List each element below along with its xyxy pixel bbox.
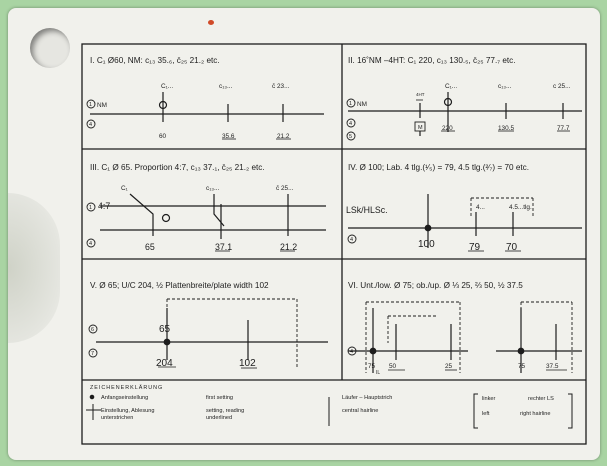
panel-6-title: VI. Unt./low. Ø 75; ob./up. Ø ⅓ 25, ⅔ 50… xyxy=(348,281,523,290)
panel-1-title: I. C₁ Ø60, NM: c₁₃ 35.₆, c̄₂₅ 21.₂ etc. xyxy=(90,56,220,65)
panel-3-label-c25: c̄ 25... xyxy=(276,185,294,192)
panel-4-val-100: 100 xyxy=(418,239,435,250)
panel-2-num-1: 1 xyxy=(349,101,352,107)
panel-3-val-21: 21.2 xyxy=(280,242,297,252)
legend-item2-de: Einstellung, Ablesung xyxy=(101,408,155,414)
panel-1-nm-label: NM xyxy=(97,102,107,109)
slide-rule-shadow xyxy=(8,193,60,343)
panel-2-num-5: 5 xyxy=(349,134,352,140)
panel-3: III. C₁ Ø 65. Proportion 4:7, c₁₃ 37.₁, … xyxy=(86,163,326,252)
legend-item5-en: right hairline xyxy=(520,411,550,417)
panel-4-row-label: LSk/HLSc. xyxy=(346,205,388,215)
panel-5-val-204: 204 xyxy=(156,358,173,369)
panel-5-title: V. Ø 65; U/C 204, ½ Plattenbreite/plate … xyxy=(90,281,269,290)
panel-4-num-4: 4 xyxy=(350,237,353,243)
panel-5-num-6: 6 xyxy=(91,327,94,333)
panel-4-val-70: 70 xyxy=(506,242,518,253)
instruction-diagrams: I. C₁ Ø60, NM: c₁₃ 35.₆, c̄₂₅ 21.₂ etc. … xyxy=(81,43,587,445)
legend-item4-en: left xyxy=(482,411,490,417)
panel-2-val-130: 130.5 xyxy=(498,125,514,132)
panel-1-val-35: 35.6 xyxy=(222,133,235,140)
panel-6-val-75a: 75 xyxy=(368,363,376,370)
panel-4-label-45: 4.5...tlg. xyxy=(509,204,532,211)
panel-2-label-c25: c 25... xyxy=(553,83,571,90)
panel-1-num-4: 4 xyxy=(89,122,92,128)
punch-hole xyxy=(30,28,70,68)
panel-1-num-1: 1 xyxy=(89,102,92,108)
panel-1: I. C₁ Ø60, NM: c₁₃ 35.₆, c̄₂₅ 21.₂ etc. … xyxy=(86,56,324,140)
panel-3-title: III. C₁ Ø 65. Proportion 4:7, c₁₃ 37.₁, … xyxy=(90,163,265,172)
panel-2-m-label: M xyxy=(418,125,423,131)
panel-2-4ht-label: 4HT xyxy=(416,92,425,97)
legend-item1-en: first setting xyxy=(206,395,233,401)
legend-heading: ZEICHENERKLÄRUNG xyxy=(90,384,163,391)
panel-3-num-1: 1 xyxy=(89,205,92,211)
panel-4-val-79: 79 xyxy=(469,242,481,253)
red-mark xyxy=(208,20,214,25)
panel-5-val-102: 102 xyxy=(239,358,256,369)
panel-6-sublabel: IL xyxy=(376,370,380,376)
panel-1-val-21: 21.2 xyxy=(277,133,290,140)
legend-item1-de: Anfangseinstellung xyxy=(101,395,148,401)
legend-item2-en: setting, reading xyxy=(206,408,244,414)
panel-1-label-c13: c₁₃... xyxy=(219,83,233,90)
panel-2-val-77: 77.7 xyxy=(557,125,570,132)
legend-item2-en2: underlined xyxy=(206,415,232,421)
panel-3-label-c13: c₁₃... xyxy=(206,185,220,192)
panel-3-label-c1: C₁ xyxy=(121,185,128,192)
panel-6-num-4: 4 xyxy=(350,349,353,355)
panel-6-val-37: 37.5 xyxy=(546,363,559,370)
panel-3-ratio-label: 4:7 xyxy=(98,201,110,211)
panel-5-num-7: 7 xyxy=(91,351,94,357)
panel-2-label-c1: C₁... xyxy=(445,83,457,90)
legend-item3-en: central hairline xyxy=(342,408,378,414)
legend-item5-de: rechter LS xyxy=(528,396,554,402)
legend-item4-de: linker xyxy=(482,396,496,402)
panel-1-val-60: 60 xyxy=(159,133,167,140)
panel-5-val-65: 65 xyxy=(159,324,171,335)
panel-2-title: II. 16˚NM –4HT: C₁ 220, c₁₃ 130.₅, c̄₂₅ … xyxy=(348,55,516,65)
legend-item3-de: Läufer – Hauptstrich xyxy=(342,395,392,401)
panel-6-val-75b: 75 xyxy=(518,363,526,370)
panel-2-num-4: 4 xyxy=(349,121,352,127)
panel-6-val-50: 50 xyxy=(389,363,397,370)
panel-1-label-c25: c̄ 23... xyxy=(272,83,290,90)
panel-2-nm-label: NM xyxy=(357,101,367,108)
panel-4: IV. Ø 100; Lab. 4 tlg.(¹⁄₅) = 79, 4.5 tl… xyxy=(346,163,582,253)
panel-4-label-4: 4... xyxy=(476,204,485,211)
panel-6-val-25: 25 xyxy=(445,363,453,370)
legend-item2-de2: unterstrichen xyxy=(101,415,133,421)
panel-3-val-37: 37.1 xyxy=(215,242,232,252)
panel-2-label-c13: c₁₃... xyxy=(498,83,512,90)
panel-1-label-c1: C₁... xyxy=(161,83,173,90)
instruction-card: I. C₁ Ø60, NM: c₁₃ 35.₆, c̄₂₅ 21.₂ etc. … xyxy=(8,8,600,460)
panel-2-val-220: 220 xyxy=(442,125,453,132)
panel-2: II. 16˚NM –4HT: C₁ 220, c₁₃ 130.₅, c̄₂₅ … xyxy=(346,55,582,141)
legend: ZEICHENERKLÄRUNG Anfangseinstellung firs… xyxy=(86,384,573,429)
outer-frame xyxy=(81,43,587,445)
panel-4-title: IV. Ø 100; Lab. 4 tlg.(¹⁄₅) = 79, 4.5 tl… xyxy=(348,163,529,172)
panel-3-num-4: 4 xyxy=(89,241,92,247)
panel-5: V. Ø 65; U/C 204, ½ Plattenbreite/plate … xyxy=(88,281,328,369)
panel-6: VI. Unt./low. Ø 75; ob./up. Ø ⅓ 25, ⅔ 50… xyxy=(347,281,582,376)
panel-3-val-65: 65 xyxy=(145,242,155,252)
